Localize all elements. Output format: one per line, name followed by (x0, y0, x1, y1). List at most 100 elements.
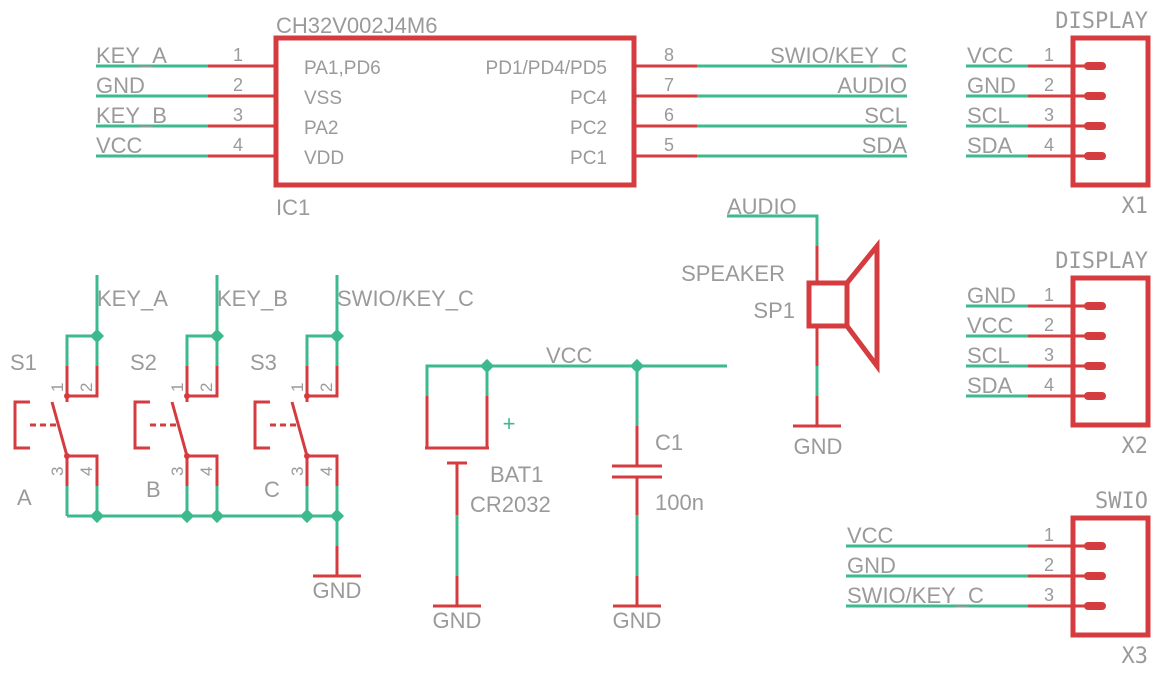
ic1-pin-1[interactable]: KEY_A 1 PA1,PD6 (96, 43, 381, 79)
pin-name: PD1/PD4/PD5 (486, 58, 607, 79)
switch-s2[interactable]: KEY_B S2 B 1 2 3 4 (130, 275, 288, 516)
switch-value: A (17, 485, 32, 510)
x1-title: DISPLAY (1055, 9, 1148, 34)
switch-s3[interactable]: SWIO/KEY_C S3 C 1 2 3 4 (250, 275, 474, 516)
junction (89, 508, 105, 524)
x3-title: SWIO (1095, 489, 1148, 514)
pin-number: 1 (1044, 45, 1054, 65)
bat1-value: CR2032 (470, 492, 551, 517)
switch-value: B (146, 477, 161, 502)
junction (329, 508, 345, 524)
c1-value: 100n (655, 490, 704, 515)
net-label: AUDIO (727, 194, 797, 219)
net-label: SCL (864, 103, 907, 128)
switch-ref: S1 (10, 350, 37, 375)
net-label: SDA (862, 133, 908, 158)
net-label: KEY_B (96, 103, 167, 128)
pin-number: 2 (1044, 555, 1054, 575)
ic1-part: CH32V002J4M6 (276, 13, 437, 38)
pin-number: 5 (664, 135, 674, 155)
pin-number: 2 (77, 383, 96, 392)
ic1-ref: IC1 (276, 195, 310, 220)
pin-number: 1 (1044, 285, 1054, 305)
gnd-label: GND (794, 434, 843, 459)
switch-s1[interactable]: KEY_A S1 A 1 2 3 4 (10, 275, 168, 516)
ic1-pin-3[interactable]: KEY_B 3 PA2 (96, 103, 339, 139)
net-label: SWIO/KEY_C (337, 286, 474, 311)
x2-ref: X2 (1122, 434, 1149, 459)
vcc-label: VCC (546, 343, 593, 368)
net-label: AUDIO (837, 73, 907, 98)
net-label: SDA (967, 373, 1013, 398)
pin-number: 2 (1044, 75, 1054, 95)
pin-name: PC1 (570, 148, 607, 169)
net-label: GND (967, 73, 1016, 98)
net-label: KEY_A (97, 286, 168, 311)
net-label: VCC (847, 523, 894, 548)
switch-gnd-bus: GND (67, 514, 362, 603)
net-label: SCL (967, 103, 1010, 128)
ic1-pin-6[interactable]: SCL 6 PC2 (570, 103, 907, 139)
x1-pin-3[interactable]: SCL 3 (966, 103, 1106, 130)
pin-number: 1 (233, 45, 243, 65)
x1-pin-1[interactable]: VCC 1 (966, 43, 1106, 70)
x3-ref: X3 (1122, 644, 1149, 669)
bat1-ref: BAT1 (490, 462, 543, 487)
pin-number: 3 (168, 467, 187, 476)
connector-x1[interactable]: DISPLAY X1 VCC 1 GND 2 SCL 3 S (966, 9, 1151, 219)
x1-ref: X1 (1122, 194, 1149, 219)
sp1-ref: SP1 (753, 298, 795, 323)
ic1-body (273, 35, 637, 188)
gnd-label: GND (613, 608, 662, 633)
pin-number: 2 (317, 383, 336, 392)
ic1-pin-5[interactable]: SDA 5 PC1 (570, 133, 907, 169)
pin-name: PC4 (570, 88, 607, 109)
switch-ref: S2 (130, 350, 157, 375)
pin-number: 3 (1044, 105, 1054, 125)
capacitor-c1[interactable]: C1 100n GND (612, 366, 704, 633)
x2-pin-4[interactable]: SDA 4 (966, 373, 1106, 400)
pin-number: 3 (1044, 585, 1054, 605)
x1-pin-2[interactable]: GND 2 (966, 73, 1106, 100)
ic1-pin-8[interactable]: SWIO/KEY_C 8 PD1/PD4/PD5 (486, 43, 908, 79)
gnd-label: GND (313, 578, 362, 603)
pin-number: 2 (233, 75, 243, 95)
net-label: GND (96, 73, 145, 98)
net-label: SDA (967, 133, 1013, 158)
x2-pin-3[interactable]: SCL 3 (966, 343, 1106, 370)
battery-bat1[interactable]: + BAT1 CR2032 GND (425, 366, 551, 633)
junction (299, 508, 315, 524)
pin-number: 1 (288, 383, 307, 392)
ic1-pin-2[interactable]: GND 2 VSS (96, 73, 342, 109)
speaker-body (806, 280, 850, 329)
x3-pin-2[interactable]: GND 2 (846, 553, 1106, 580)
speaker-cone (844, 238, 880, 374)
pin-number: 4 (1044, 375, 1054, 395)
ic1[interactable]: CH32V002J4M6 IC1 KEY_A 1 PA1,PD6 GND 2 V… (96, 13, 907, 220)
pin-name: PC2 (570, 118, 607, 139)
pin-number: 3 (48, 467, 67, 476)
net-label: SWIO/KEY_C (847, 583, 984, 608)
pin-name: PA2 (304, 118, 339, 139)
x2-pin-1[interactable]: GND 1 (966, 283, 1106, 310)
switch-value: C (264, 477, 280, 502)
switch-ref: S3 (250, 350, 277, 375)
net-label: KEY_A (96, 43, 167, 68)
vcc-net: VCC (425, 343, 727, 396)
pin-name: VDD (304, 148, 344, 169)
speaker-sp1[interactable]: AUDIO SPEAKER SP1 GND (681, 194, 880, 459)
ic1-pin-7[interactable]: AUDIO 7 PC4 (570, 73, 907, 109)
pin-number: 4 (77, 467, 96, 476)
connector-x2[interactable]: DISPLAY X2 GND 1 VCC 2 SCL 3 S (966, 249, 1151, 459)
x1-pin-4[interactable]: SDA 4 (966, 133, 1106, 160)
x2-pin-2[interactable]: VCC 2 (966, 313, 1106, 340)
net-label: GND (967, 283, 1016, 308)
ic1-pin-4[interactable]: VCC 4 VDD (96, 133, 344, 169)
pin-number: 4 (197, 467, 216, 476)
x3-pin-1[interactable]: VCC 1 (846, 523, 1106, 550)
x3-pin-3[interactable]: SWIO/KEY_C 3 (846, 583, 1106, 610)
pin-number: 1 (168, 383, 187, 392)
connector-x3[interactable]: SWIO X3 VCC 1 GND 2 SWIO/KEY_C 3 (846, 489, 1151, 669)
net-label: SCL (967, 343, 1010, 368)
junction (329, 328, 345, 344)
